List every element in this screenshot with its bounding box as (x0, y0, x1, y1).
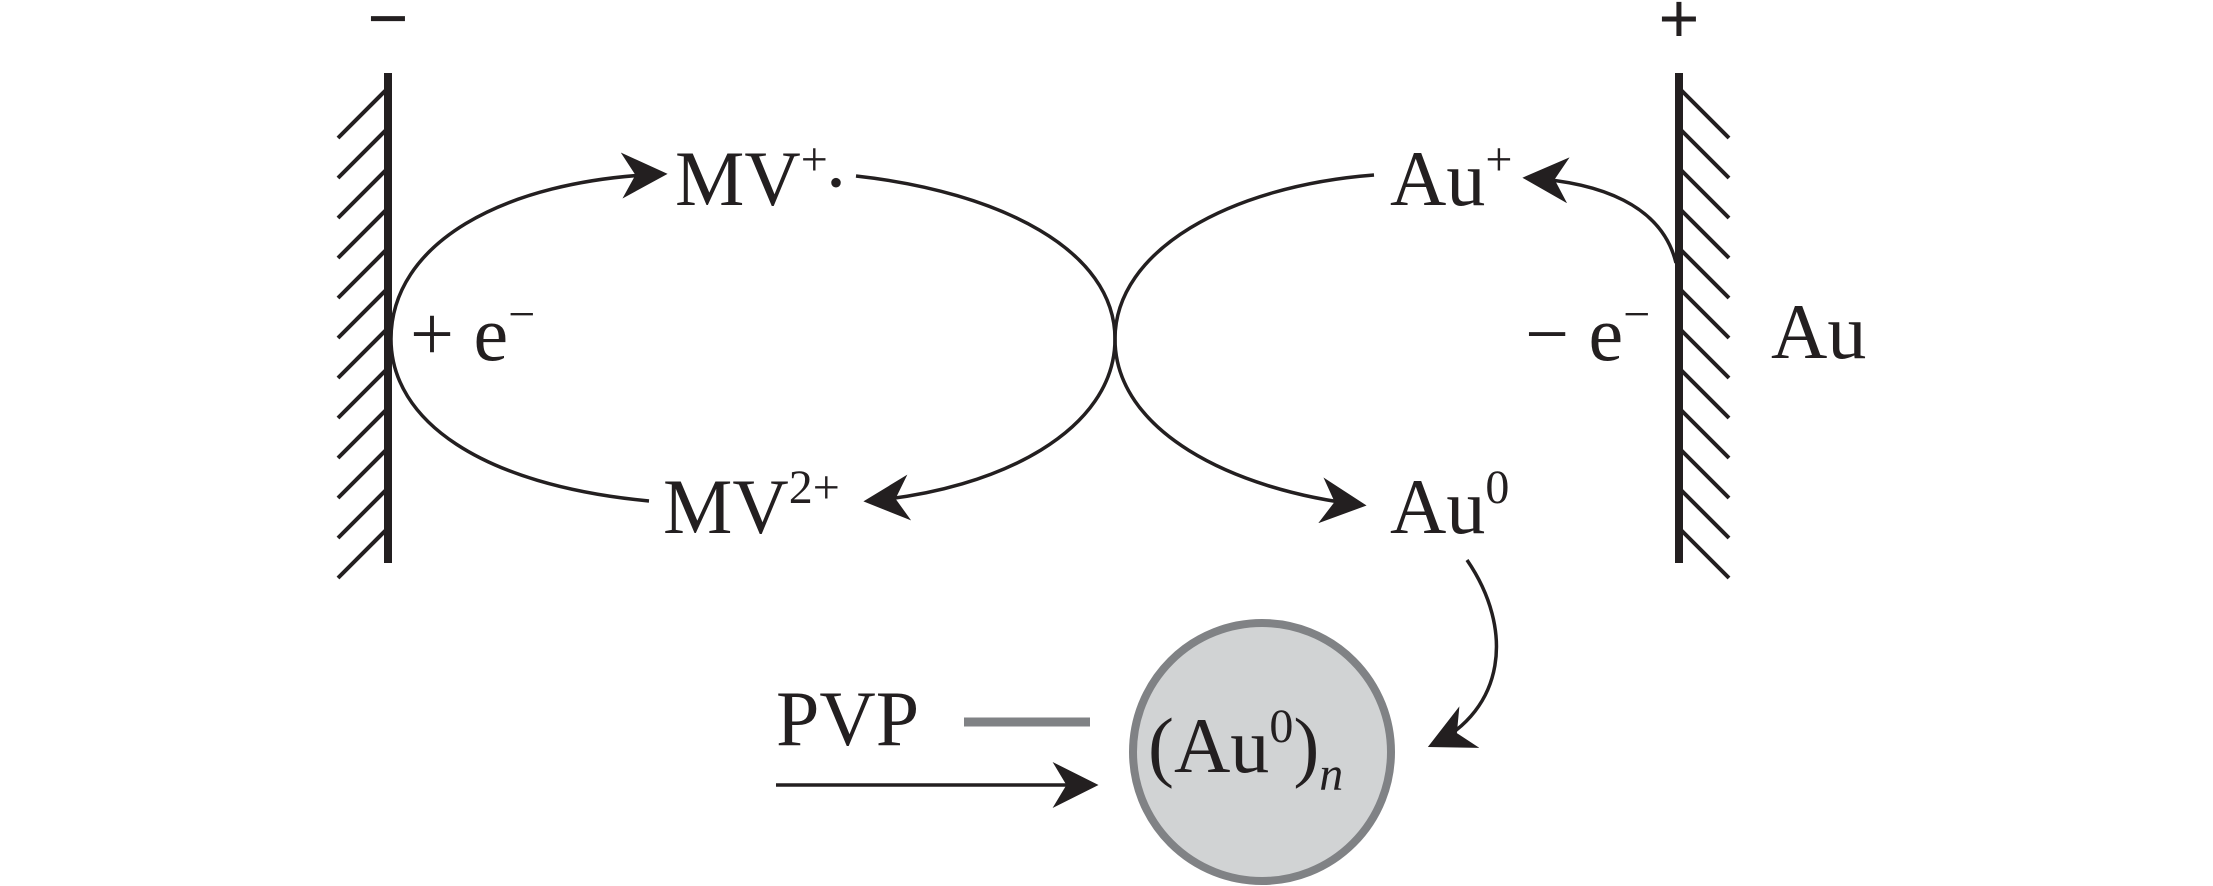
hatch-line (336, 88, 388, 140)
anode-dissolution-arrow (1522, 157, 1678, 264)
hatch-line (1679, 208, 1731, 260)
nucleation-arrow (1427, 559, 1499, 748)
hatch-line (1679, 128, 1731, 180)
pvp-label: PVP (776, 675, 919, 762)
hatch-line (336, 528, 388, 580)
hatch-line (1679, 408, 1731, 460)
hatch-line (336, 208, 388, 260)
hatch-line (1679, 328, 1731, 380)
hatch-line (336, 168, 388, 220)
au-reduction-arrow (1113, 173, 1375, 524)
cathode-sign: − (368, 0, 409, 57)
anode-reaction-label: − e− (1525, 288, 1650, 377)
hatch-line (1679, 88, 1731, 140)
hatch-line (336, 288, 388, 340)
au-ion-label: Au+ (1390, 133, 1512, 222)
nanoparticle-label: (Au0)n (1148, 700, 1343, 801)
hatch-line (1679, 368, 1731, 420)
hatch-line (336, 248, 388, 300)
radical-dot: • (829, 160, 843, 205)
anode-electrode (1675, 73, 1731, 580)
gold-nanoparticle (1129, 619, 1395, 885)
mv-dication-label: MV2+ (663, 461, 840, 550)
reduction-arrow (389, 152, 668, 503)
hatch-line (336, 488, 388, 540)
hatch-line (1679, 488, 1731, 540)
hatch-line (336, 128, 388, 180)
hatch-line (1679, 248, 1731, 300)
hatch-line (1679, 168, 1731, 220)
hatch-line (336, 448, 388, 500)
hatch-line (1679, 448, 1731, 500)
cathode-electrode (336, 73, 392, 580)
anode-material-label: Au (1771, 288, 1866, 375)
hatch-line (1679, 528, 1731, 580)
anode-sign: + (1659, 0, 1700, 57)
au-zero-label: Au0 (1390, 461, 1509, 550)
hatch-line (336, 408, 388, 460)
mv-radical-label: MV+ (675, 133, 828, 222)
hatch-line (1679, 288, 1731, 340)
hatch-line (336, 368, 388, 420)
mv-oxidation-arrow (855, 174, 1117, 521)
hatch-line (336, 328, 388, 380)
cathode-reaction-label: + e− (410, 288, 535, 377)
